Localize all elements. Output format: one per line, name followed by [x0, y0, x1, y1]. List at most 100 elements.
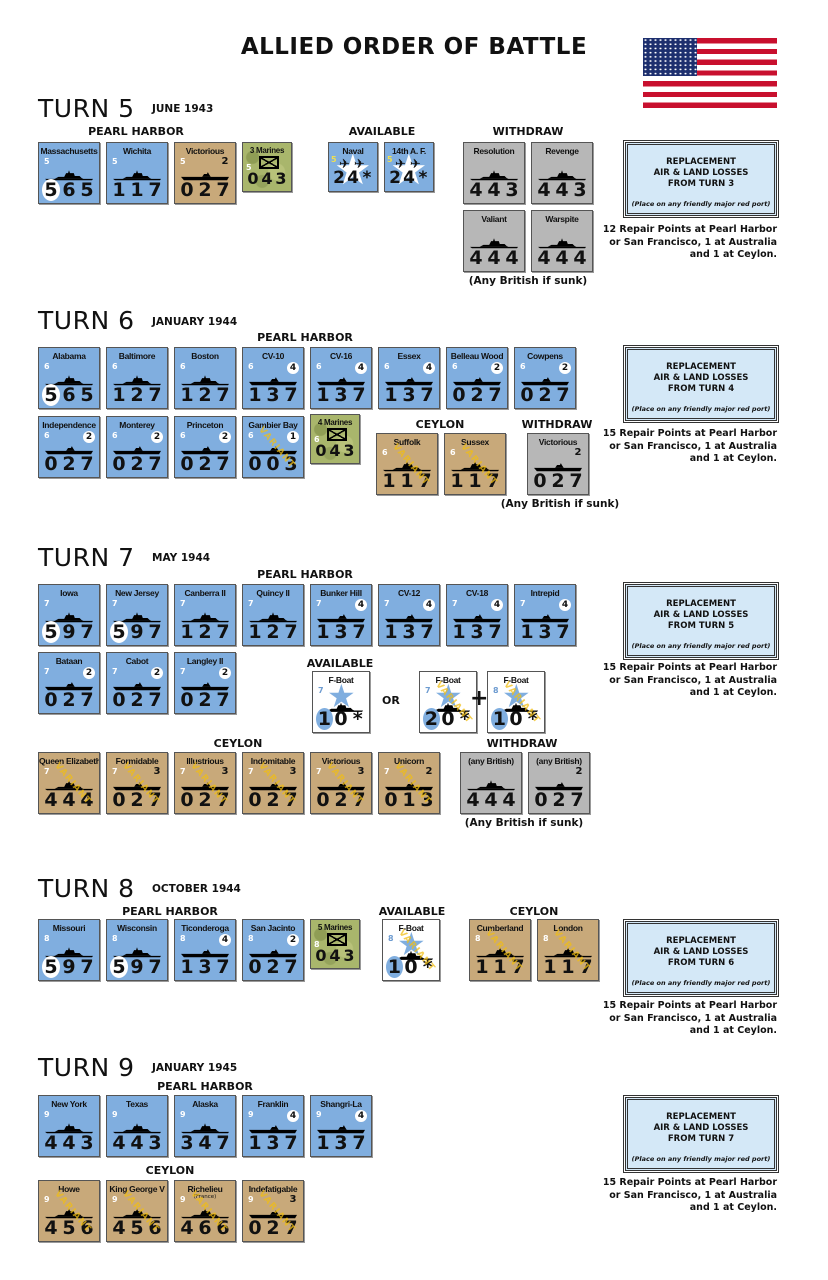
counter-value: 7 [284, 956, 298, 978]
counter-turn: 8 [493, 686, 499, 695]
counter-name: Wisconsin [117, 923, 157, 933]
counter-turn: 5 [331, 155, 337, 164]
replacement-title: REPLACEMENT AIR & LAND LOSSES FROM TURN … [653, 936, 749, 968]
counter-value: 3 [470, 621, 484, 643]
counter-value: 4 [484, 789, 498, 811]
note: (Any British if sunk) [464, 817, 584, 829]
plus-label: + [470, 686, 489, 711]
turn-date: MAY 1944 [152, 552, 211, 564]
counter-value: 4 [555, 179, 569, 201]
counter-value: 2 [552, 789, 566, 811]
counter-value: 7 [148, 689, 162, 711]
counter-value: 4 [403, 168, 415, 188]
air-factor-badge: 4 [287, 362, 299, 374]
counter-name: Alabama [52, 351, 86, 361]
air-factor-badge: 4 [559, 599, 571, 611]
counter-value: 6 [216, 1217, 230, 1239]
counter-value: 4 [80, 789, 94, 811]
carrier-silhouette-icon [317, 1119, 365, 1134]
counter-value: 2 [551, 470, 565, 492]
carrier-silhouette-icon [181, 776, 229, 791]
page-title: ALLIED ORDER OF BATTLE [240, 34, 588, 60]
counter-name: CV-12 [397, 588, 421, 598]
counter-turn: 6 [382, 448, 388, 457]
counter-value: 1 [248, 1132, 262, 1154]
counter-turn: 9 [316, 1110, 322, 1119]
counter-name: Princeton [186, 420, 224, 430]
ship-silhouette-icon [45, 943, 93, 958]
carrier-silhouette-icon [453, 608, 501, 623]
